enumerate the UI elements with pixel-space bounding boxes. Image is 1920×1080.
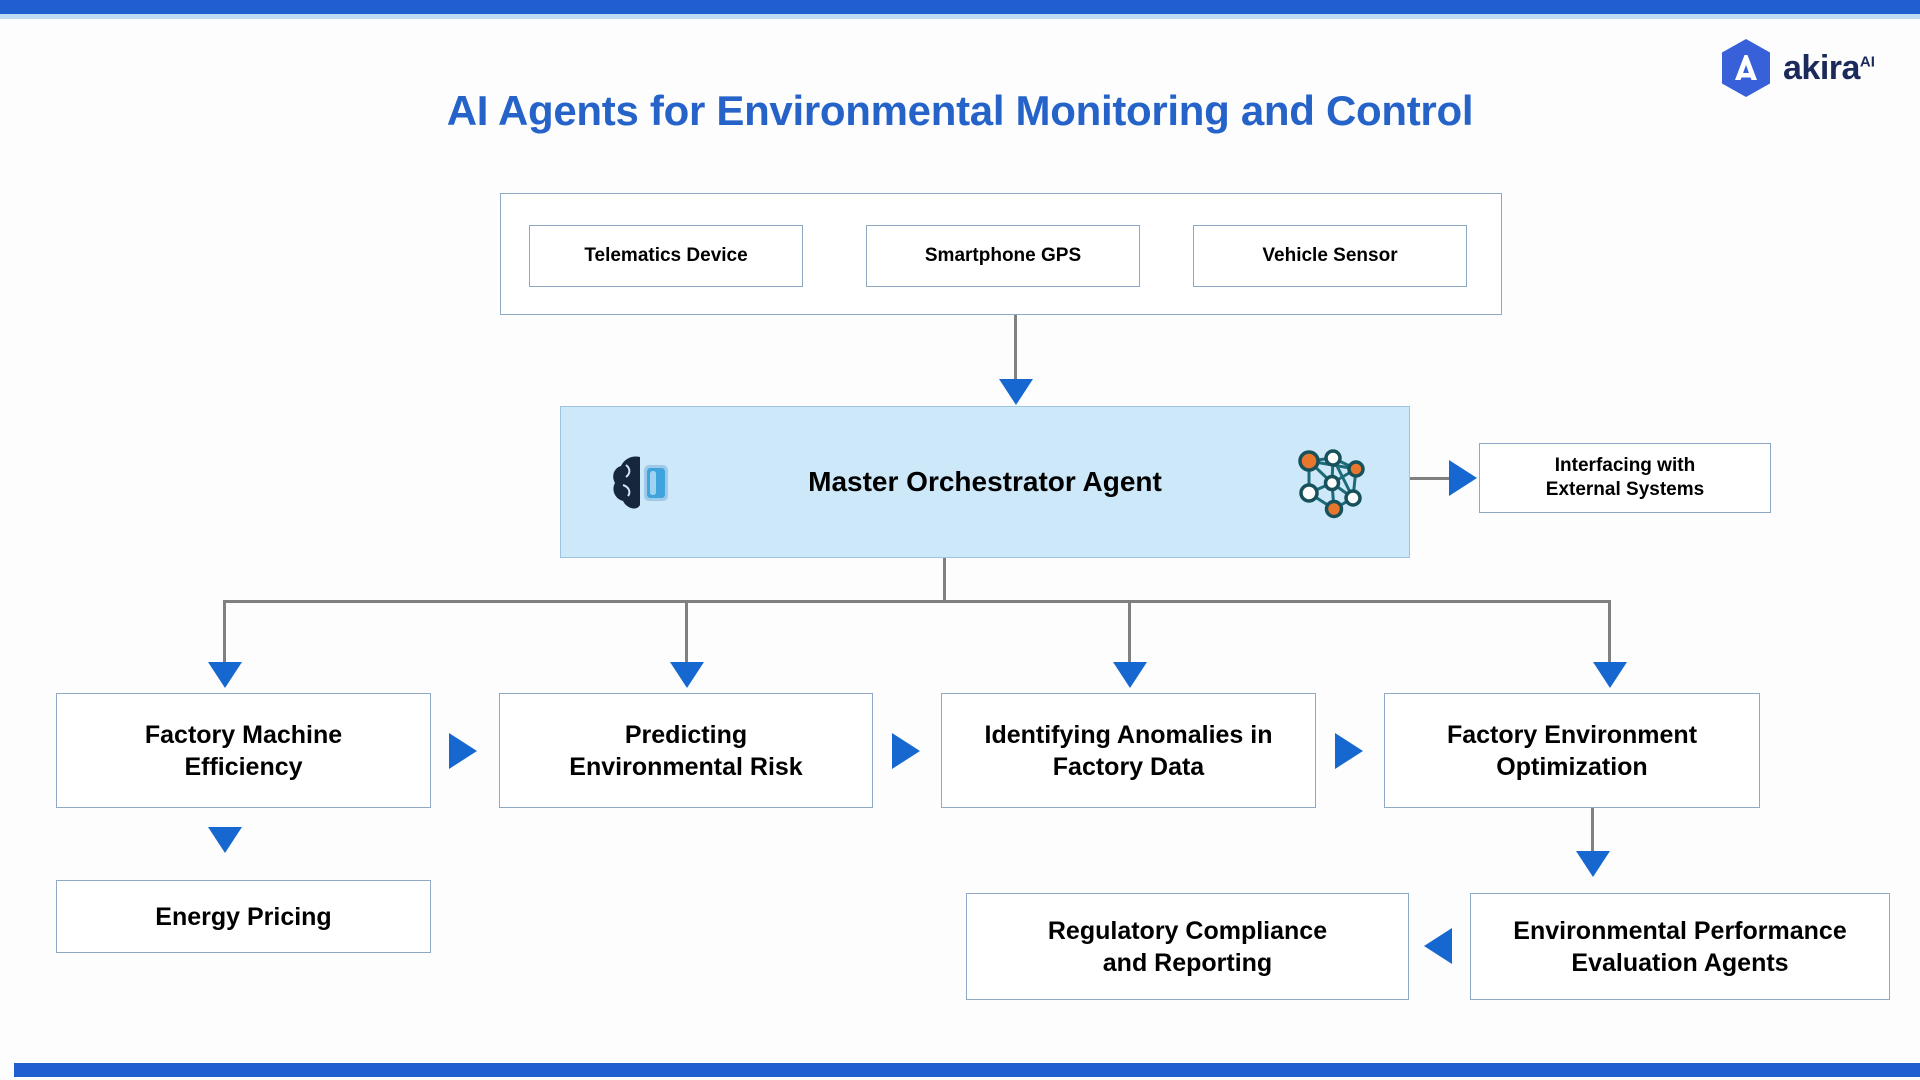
interfacing-label-line1: Interfacing with	[1554, 454, 1696, 476]
connector-arrow-agent3-to-agent4	[1335, 733, 1363, 769]
brand-wordmark: akiraAI	[1783, 51, 1875, 85]
connector-arrow-optimization-to-performance	[1576, 851, 1610, 877]
agent-label-line1: Factory Machine	[144, 720, 343, 749]
connector-drop-agent-1	[223, 600, 226, 664]
brand-logo: akiraAI	[1718, 38, 1875, 98]
energy-pricing-label: Energy Pricing	[155, 902, 332, 931]
source-label: Vehicle Sensor	[1262, 244, 1398, 266]
connector-arrow-agent1-to-agent2	[449, 733, 477, 769]
connector-orchestrator-to-interfacing-line	[1410, 477, 1465, 480]
agent-box-identifying-anomalies-in-factory-data[interactable]: Identifying Anomalies in Factory Data	[941, 693, 1316, 808]
source-label: Smartphone GPS	[924, 244, 1082, 266]
output-box-energy-pricing[interactable]: Energy Pricing	[56, 880, 431, 953]
connector-drop-agent-2	[685, 600, 688, 664]
agent-label-line2: Optimization	[1496, 752, 1648, 781]
orchestrator-label: Master Orchestrator Agent	[808, 466, 1162, 497]
connector-optimization-to-performance-line	[1591, 808, 1594, 855]
connector-sources-to-orchestrator-line	[1014, 315, 1017, 382]
regulatory-label-line2: and Reporting	[1102, 948, 1273, 977]
connector-arrow-performance-to-regulatory	[1424, 928, 1452, 964]
interfacing-with-external-systems-box[interactable]: Interfacing with External Systems	[1479, 443, 1771, 513]
connector-arrow-agent2-to-agent3	[892, 733, 920, 769]
environmental-perf-label-line2: Evaluation Agents	[1571, 948, 1789, 977]
agent-box-factory-environment-optimization[interactable]: Factory Environment Optimization	[1384, 693, 1760, 808]
output-box-regulatory-compliance-and-reporting[interactable]: Regulatory Compliance and Reporting	[966, 893, 1409, 1000]
connector-arrow-efficiency-to-energy-pricing	[208, 827, 242, 853]
page-title: AI Agents for Environmental Monitoring a…	[446, 87, 1474, 134]
connector-arrow-agent-3	[1113, 662, 1147, 688]
regulatory-label-line1: Regulatory Compliance	[1047, 916, 1328, 945]
agent-label-line2: Factory Data	[1052, 752, 1205, 781]
connector-arrow-agent-4	[1593, 662, 1627, 688]
source-box-vehicle-sensor[interactable]: Vehicle Sensor	[1193, 225, 1467, 287]
interfacing-label-line2: External Systems	[1545, 479, 1705, 500]
agent-box-factory-machine-efficiency[interactable]: Factory Machine Efficiency	[56, 693, 431, 808]
connector-bus-horizontal	[223, 600, 1611, 603]
connector-drop-agent-4	[1608, 600, 1611, 664]
source-box-telematics-device[interactable]: Telematics Device	[529, 225, 803, 287]
master-orchestrator-agent-box[interactable]: Master Orchestrator Agent	[560, 406, 1410, 558]
connector-drop-agent-3	[1128, 600, 1131, 664]
brain-chip-icon	[613, 456, 668, 509]
connector-sources-to-orchestrator-arrow	[999, 379, 1033, 405]
brand-name: akira	[1783, 49, 1860, 87]
agent-label-line1: Factory Environment	[1446, 720, 1698, 749]
agent-label-line1: Predicting	[624, 720, 748, 749]
agent-box-predicting-environmental-risk[interactable]: Predicting Environmental Risk	[499, 693, 873, 808]
environmental-perf-label-line1: Environmental Performance	[1513, 916, 1847, 945]
top-accent-bar-light	[0, 14, 1920, 19]
neural-network-icon	[1298, 449, 1365, 519]
brand-superscript: AI	[1859, 53, 1875, 71]
top-accent-bar	[0, 0, 1920, 14]
bottom-accent-bar	[14, 1063, 1920, 1077]
agent-label-line2: Efficiency	[184, 752, 303, 781]
connector-arrow-agent-2	[670, 662, 704, 688]
connector-arrow-agent-1	[208, 662, 242, 688]
source-label: Telematics Device	[584, 244, 748, 266]
output-box-environmental-performance-evaluation-agents[interactable]: Environmental Performance Evaluation Age…	[1470, 893, 1890, 1000]
connector-bus-stem	[943, 558, 946, 603]
connector-orchestrator-to-interfacing-arrow	[1449, 460, 1477, 496]
akira-hexagon-a-logo-icon	[1722, 39, 1770, 97]
agent-label-line1: Identifying Anomalies in	[984, 720, 1273, 749]
source-box-smartphone-gps[interactable]: Smartphone GPS	[866, 225, 1140, 287]
agent-label-line2: Environmental Risk	[569, 752, 803, 781]
